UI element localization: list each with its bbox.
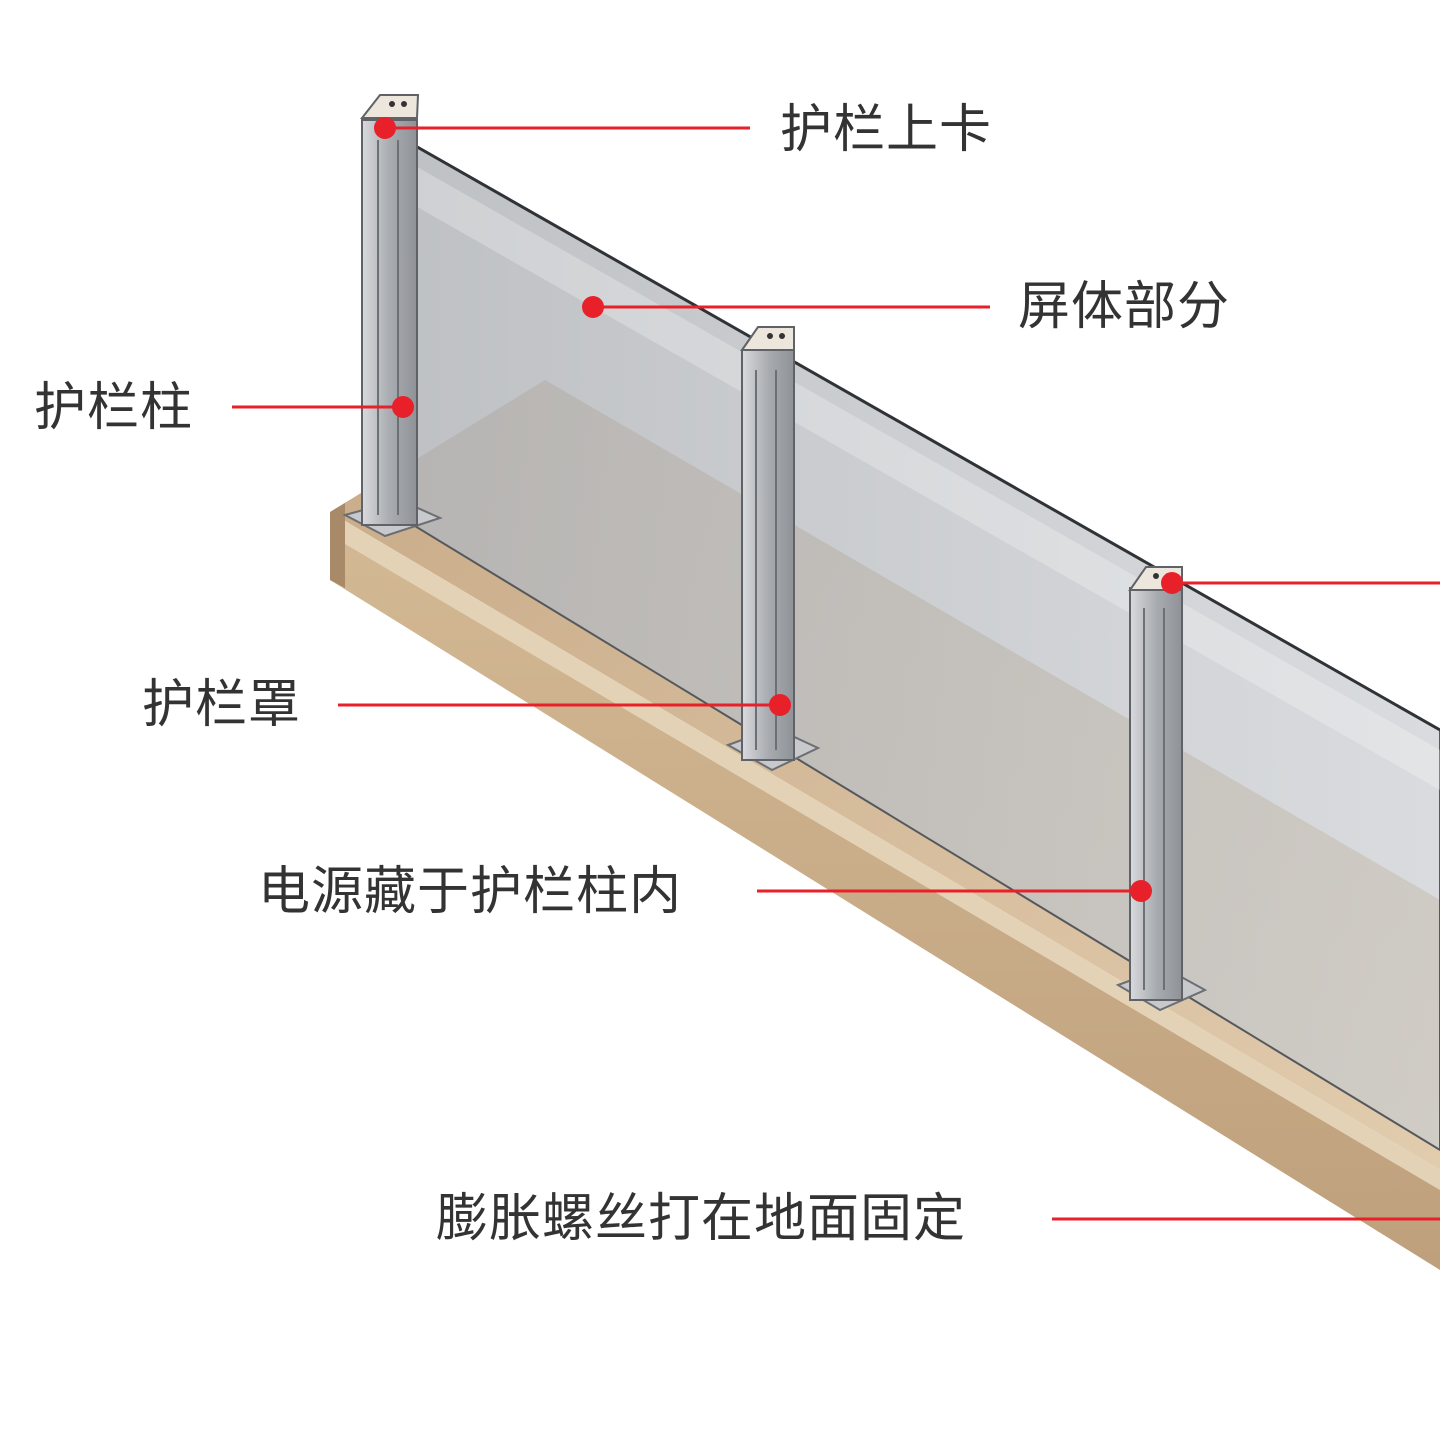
base-front-side	[330, 535, 1440, 1270]
glass-top-edge	[404, 138, 1440, 732]
dot-power-inside-post	[1130, 880, 1152, 902]
label-top-clip: 护栏上卡	[780, 100, 993, 160]
post-1-top-clip	[359, 94, 420, 119]
post-2	[725, 326, 821, 772]
dot-top-clip-right	[1161, 572, 1183, 594]
dot-post	[392, 396, 414, 418]
dot-top-clip	[374, 117, 396, 139]
label-power-inside-post: 电源藏于护栏柱内	[258, 862, 683, 922]
post-3-body	[1129, 587, 1183, 1001]
base-left-end	[330, 503, 345, 588]
label-screen-body: 屏体部分	[1018, 277, 1231, 337]
callout-leaders	[232, 117, 1440, 1221]
label-post-cover: 护栏罩	[142, 675, 302, 735]
post-1	[342, 94, 443, 538]
base-front-edge	[330, 512, 1440, 1190]
label-expansion-bolt: 膨胀螺丝打在地面固定	[436, 1189, 967, 1249]
post-1-body	[361, 119, 418, 526]
dot-post-cover	[769, 694, 791, 716]
post-2-top-clip	[740, 326, 795, 351]
label-post: 护栏柱	[34, 378, 194, 438]
dot-screen-body	[582, 296, 604, 318]
